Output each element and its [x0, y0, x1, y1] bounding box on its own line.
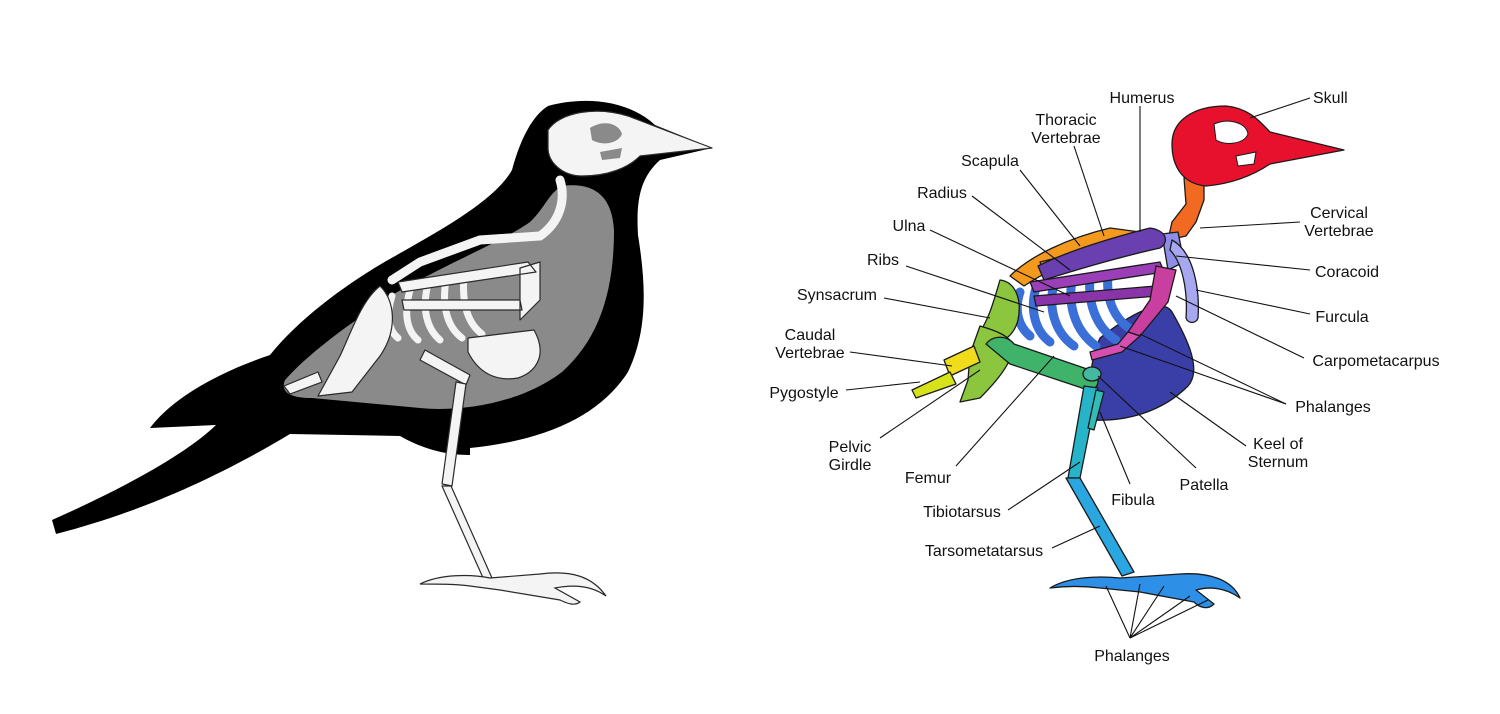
label-carpometacarpus: Carpometacarpus [1312, 353, 1439, 370]
label-tarsometatarsus: Tarsometatarsus [925, 543, 1043, 560]
pygostyle-bone [911, 371, 957, 399]
ghost-tarsometatarsus [441, 485, 493, 581]
colored-skeleton-figure [911, 105, 1345, 609]
ghost-toes [419, 572, 607, 605]
leader-radius [971, 195, 1071, 271]
label-ulna: Ulna [893, 218, 926, 235]
ghost-skull-window [600, 148, 622, 160]
ghost-skull-orbit [590, 123, 622, 144]
leader-wing-phalanges [1119, 333, 1287, 405]
leader-synsacrum [883, 297, 991, 319]
cervical-vertebrae-bone [1167, 177, 1205, 241]
leader-coracoid [1175, 255, 1311, 271]
skull-orbit [1213, 120, 1249, 144]
label-fibula: Fibula [1111, 492, 1155, 509]
ghost-sternum [467, 329, 541, 380]
leader-carpometacarpus [1175, 295, 1305, 359]
leader-tibiotarsus [1007, 461, 1081, 511]
label-femur: Femur [905, 470, 952, 487]
label-synsacrum: Synsacrum [797, 287, 877, 304]
wing-phalanges-bone [1089, 331, 1141, 361]
furcula-bone [1169, 239, 1200, 324]
leader-pelvic [879, 369, 981, 439]
label-coracoid: Coracoid [1315, 264, 1379, 281]
leader-skull [1249, 97, 1311, 119]
ghost-spine [387, 175, 567, 285]
label-foot-phalanges: Phalanges [1094, 648, 1170, 665]
leader-patella [1097, 375, 1197, 469]
ghost-skull [547, 110, 713, 177]
leader-pygostyle [845, 381, 921, 391]
ghost-tail [283, 371, 323, 395]
label-skull: Skull [1313, 90, 1348, 107]
tarsometatarsus-bone [1065, 477, 1135, 577]
leader-foot-phalanges [1105, 583, 1209, 639]
leader-ribs [905, 265, 1045, 313]
ribs-bone [1012, 271, 1137, 351]
leader-furcula [1195, 289, 1311, 315]
leader-thoracic [1073, 145, 1105, 237]
ghost-tibiotarsus [441, 381, 467, 487]
label-wing-phalanges: Phalanges [1295, 399, 1371, 416]
humerus-bone [1037, 227, 1167, 281]
label-humerus: Humerus [1110, 90, 1175, 107]
leader-tarsometatarsus [1051, 525, 1101, 549]
label-tibiotarsus: Tibiotarsus [923, 504, 1001, 521]
leader-caudal [849, 351, 953, 367]
ghost-wing [397, 261, 541, 321]
fibula-bone [1087, 389, 1105, 431]
label-patella: Patella [1180, 477, 1229, 494]
leader-fibula [1099, 411, 1131, 485]
label-ribs: Ribs [867, 252, 899, 269]
leader-cervical [1199, 221, 1301, 229]
leader-femur [955, 355, 1055, 467]
skull-window [1235, 151, 1257, 167]
leader-ulna [929, 229, 1071, 297]
ghost-pelvis [317, 285, 393, 397]
label-furcula: Furcula [1315, 309, 1368, 326]
label-radius: Radius [917, 185, 967, 202]
patella-bone [1082, 366, 1102, 382]
foot-phalanges-bone [1049, 573, 1241, 609]
label-pygostyle: Pygostyle [769, 385, 838, 402]
skull-bone [1171, 105, 1345, 187]
leader-scapula [1019, 169, 1081, 247]
label-scapula: Scapula [961, 153, 1019, 170]
silhouette-bird-figure [52, 100, 713, 605]
caudal-vertebrae-bone [943, 345, 981, 377]
leader-keel [1169, 391, 1247, 447]
leader-lines [845, 97, 1311, 639]
